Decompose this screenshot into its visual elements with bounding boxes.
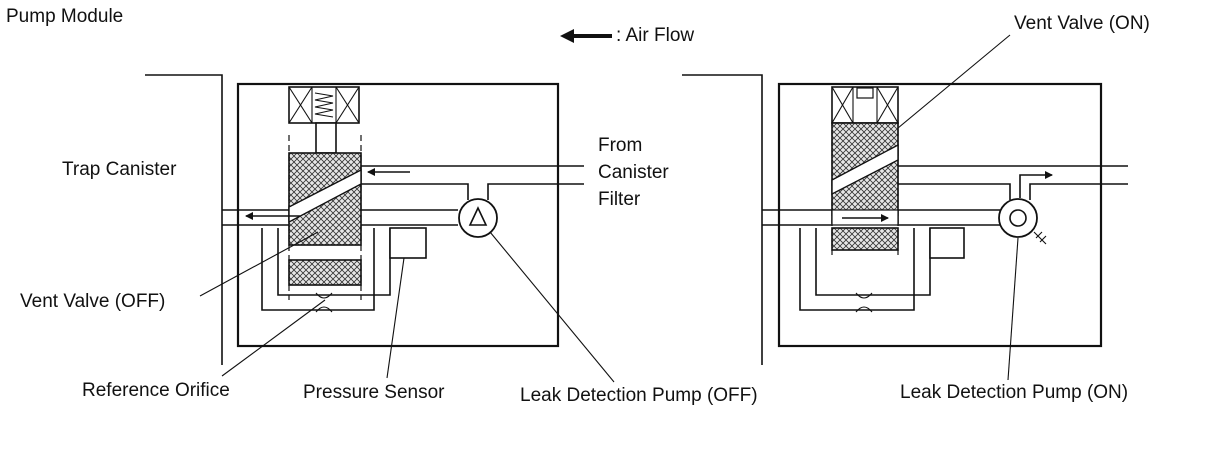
right-vent-valve-spool [831,120,899,255]
right-reference-orifice-mark [855,292,873,313]
diagram-title: Pump Module [6,6,124,27]
label-vent-valve-on: Vent Valve (ON) [1014,13,1150,34]
label-leak-detection-pump-on: Leak Detection Pump (ON) [900,382,1129,403]
label-from-canister-filter: From Canister Filter [598,135,669,210]
air-flow-legend-label: : Air Flow [616,25,695,46]
left-leak-detection-pump [458,198,498,238]
label-trap-canister: Trap Canister [62,159,177,180]
left-pressure-sensor-block [389,227,427,259]
right-pressure-sensor-block [929,227,965,259]
right-leak-detection-pump [998,198,1047,245]
left-pump-module [145,74,615,383]
air-flow-legend-arrow [560,29,612,43]
label-reference-orifice: Reference Orifice [82,380,230,401]
left-reference-orifice-mark [315,292,333,313]
label-leak-detection-pump-off: Leak Detection Pump (OFF) [520,385,758,406]
label-pressure-sensor: Pressure Sensor [303,382,445,403]
left-vent-valve-spool [288,135,362,300]
left-solenoid [288,86,360,124]
right-solenoid [831,86,899,124]
label-vent-valve-off: Vent Valve (OFF) [20,291,166,312]
right-pump-module [682,34,1128,381]
